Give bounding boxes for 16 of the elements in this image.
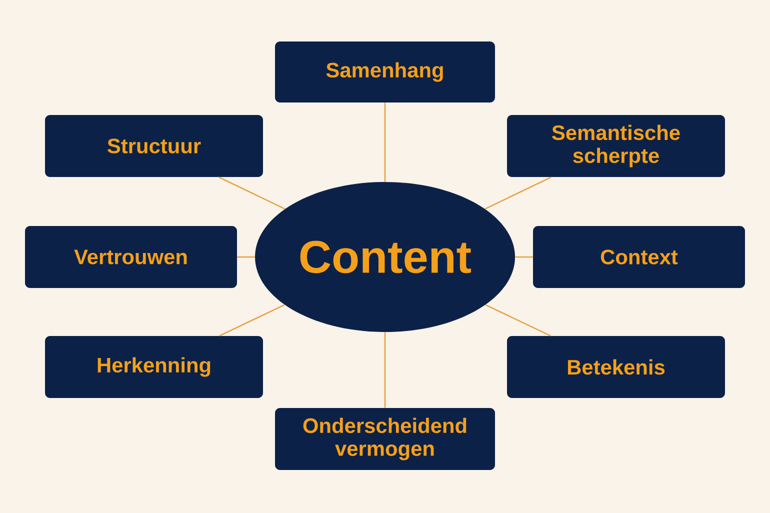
connector-line (219, 304, 285, 336)
topic-box: Onderscheidend vermogen (275, 408, 495, 470)
topic-box: Samenhang (275, 42, 495, 102)
topic-box: Context (533, 226, 745, 288)
connector-line (485, 304, 551, 336)
topic-box: Semantische scherpte (507, 114, 725, 177)
connector-line (484, 176, 552, 210)
connector-line (237, 256, 255, 258)
topic-box: Betekenis (507, 336, 725, 398)
connector-line (384, 332, 386, 408)
connector-line (384, 102, 386, 182)
topic-box: Structuur (45, 114, 263, 177)
topic-box: Vertrouwen (25, 226, 237, 288)
connector-line (515, 256, 533, 258)
topic-box: Herkenning (45, 336, 263, 398)
connector-line (218, 176, 286, 210)
